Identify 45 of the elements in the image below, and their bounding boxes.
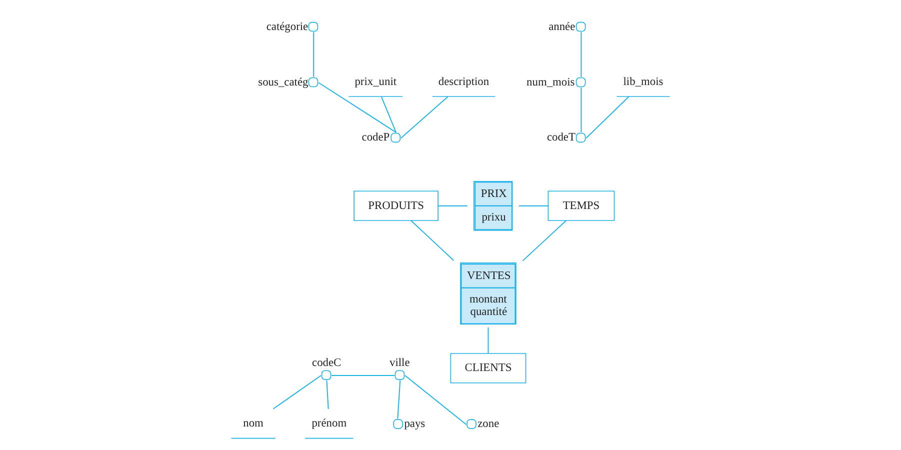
connector (331, 375, 395, 376)
node-box: PRODUITS (354, 190, 438, 221)
connector (380, 96, 397, 133)
connector (518, 205, 549, 206)
node-box: TEMPS (548, 190, 615, 221)
node-circle (576, 77, 586, 88)
node-text: description (438, 76, 490, 88)
connector (410, 220, 454, 261)
node-circle (576, 132, 586, 143)
connector (522, 220, 567, 262)
node-label: année (548, 20, 576, 33)
connector (397, 380, 401, 420)
node-text: lib_mois (623, 76, 664, 88)
connector (318, 82, 397, 133)
node-circle (393, 419, 403, 429)
connector (272, 375, 322, 410)
node-label: codeC (312, 356, 342, 369)
node-text: nom (243, 418, 264, 430)
node-label: codeP (362, 132, 390, 144)
node-label: catégorie (266, 20, 308, 33)
node-circle (466, 419, 476, 429)
node-circle (576, 22, 586, 32)
connector (580, 32, 582, 78)
connector (313, 32, 314, 78)
node-text: prénom (312, 418, 347, 430)
connector (326, 380, 329, 410)
connector (400, 96, 448, 139)
node-label: codeT (546, 132, 576, 144)
node-circle (321, 370, 332, 380)
node-circle (308, 22, 318, 32)
node-circle (308, 77, 318, 88)
node-label: sous_catég (258, 76, 308, 88)
node-label: zone (478, 418, 500, 430)
node-label: ville (390, 356, 410, 369)
node-circle (390, 132, 401, 143)
node-box: CLIENTS (450, 353, 526, 384)
node-label: num_mois (526, 76, 575, 88)
connector (438, 205, 468, 206)
connector (404, 375, 467, 425)
node-circle (394, 370, 405, 380)
connector (488, 326, 489, 354)
node-text: prix_unit (354, 76, 397, 88)
connector (586, 96, 630, 139)
node-label: pays (404, 418, 426, 430)
connector (580, 87, 582, 133)
